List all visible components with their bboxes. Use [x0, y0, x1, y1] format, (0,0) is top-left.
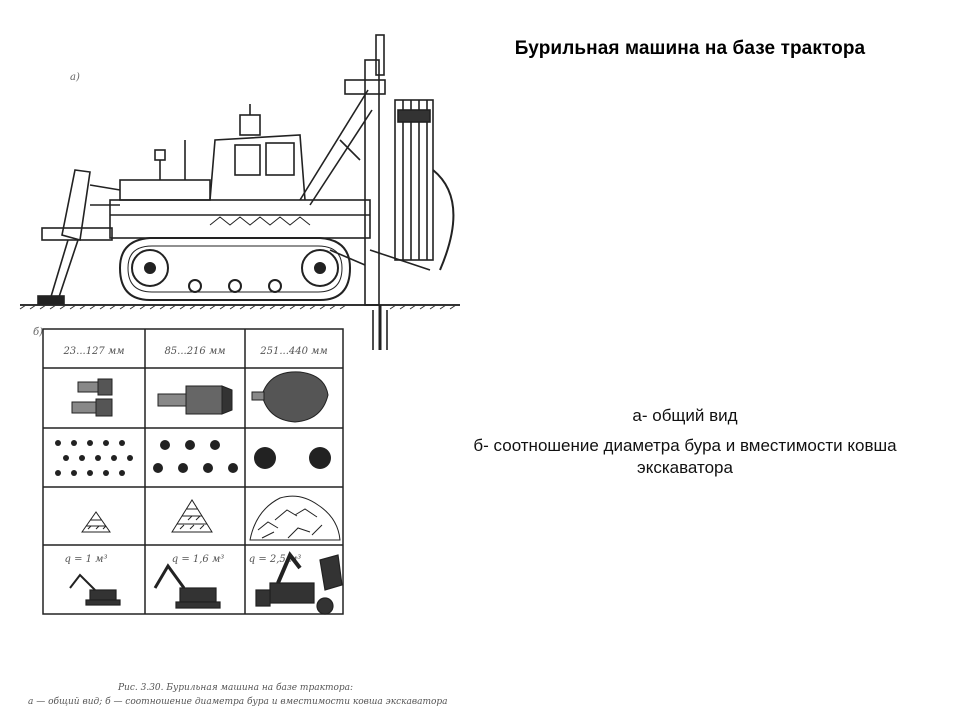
excavators-row [69, 551, 343, 615]
figure-caption-line-2: а — общий вид; б — соотношение диаметра … [28, 696, 448, 707]
front-support [37, 169, 121, 305]
bucket-volume-3: q = 2,5 м³ [249, 554, 302, 565]
ground-line [19, 304, 460, 310]
description-general-view: а- общий вид [632, 406, 738, 425]
drilling-mast [299, 34, 455, 350]
figure-drawing: а) [19, 34, 460, 707]
figure-label-b: б) [33, 327, 43, 338]
figure-label-a: а) [70, 72, 80, 83]
crawler-track [118, 237, 352, 301]
tractor-body [109, 104, 371, 239]
rock-piles-row [81, 495, 341, 541]
diameter-cell-1: 23...127 мм [62, 346, 124, 357]
bucket-volume-1: q = 1 м³ [65, 554, 108, 565]
slide-description: а- общий вид б- соотношение диаметра бур… [465, 405, 905, 487]
diameter-cell-2: 85...216 мм [164, 346, 225, 357]
drilling-machine-figure: а) [0, 0, 470, 720]
comparison-table [42, 328, 344, 615]
drill-bits-row [71, 371, 329, 423]
diameter-cell-3: 251...440 мм [259, 346, 327, 357]
figure-caption-line-1: Рис. 3.30. Бурильная машина на базе трак… [117, 682, 353, 693]
bucket-volume-2: q = 1,6 м³ [172, 554, 225, 565]
description-ratio: б- соотношение диаметра бура и вместимос… [473, 436, 897, 477]
hole-patterns-row [55, 440, 331, 476]
slide-title: Бурильная машина на базе трактора [514, 38, 866, 59]
